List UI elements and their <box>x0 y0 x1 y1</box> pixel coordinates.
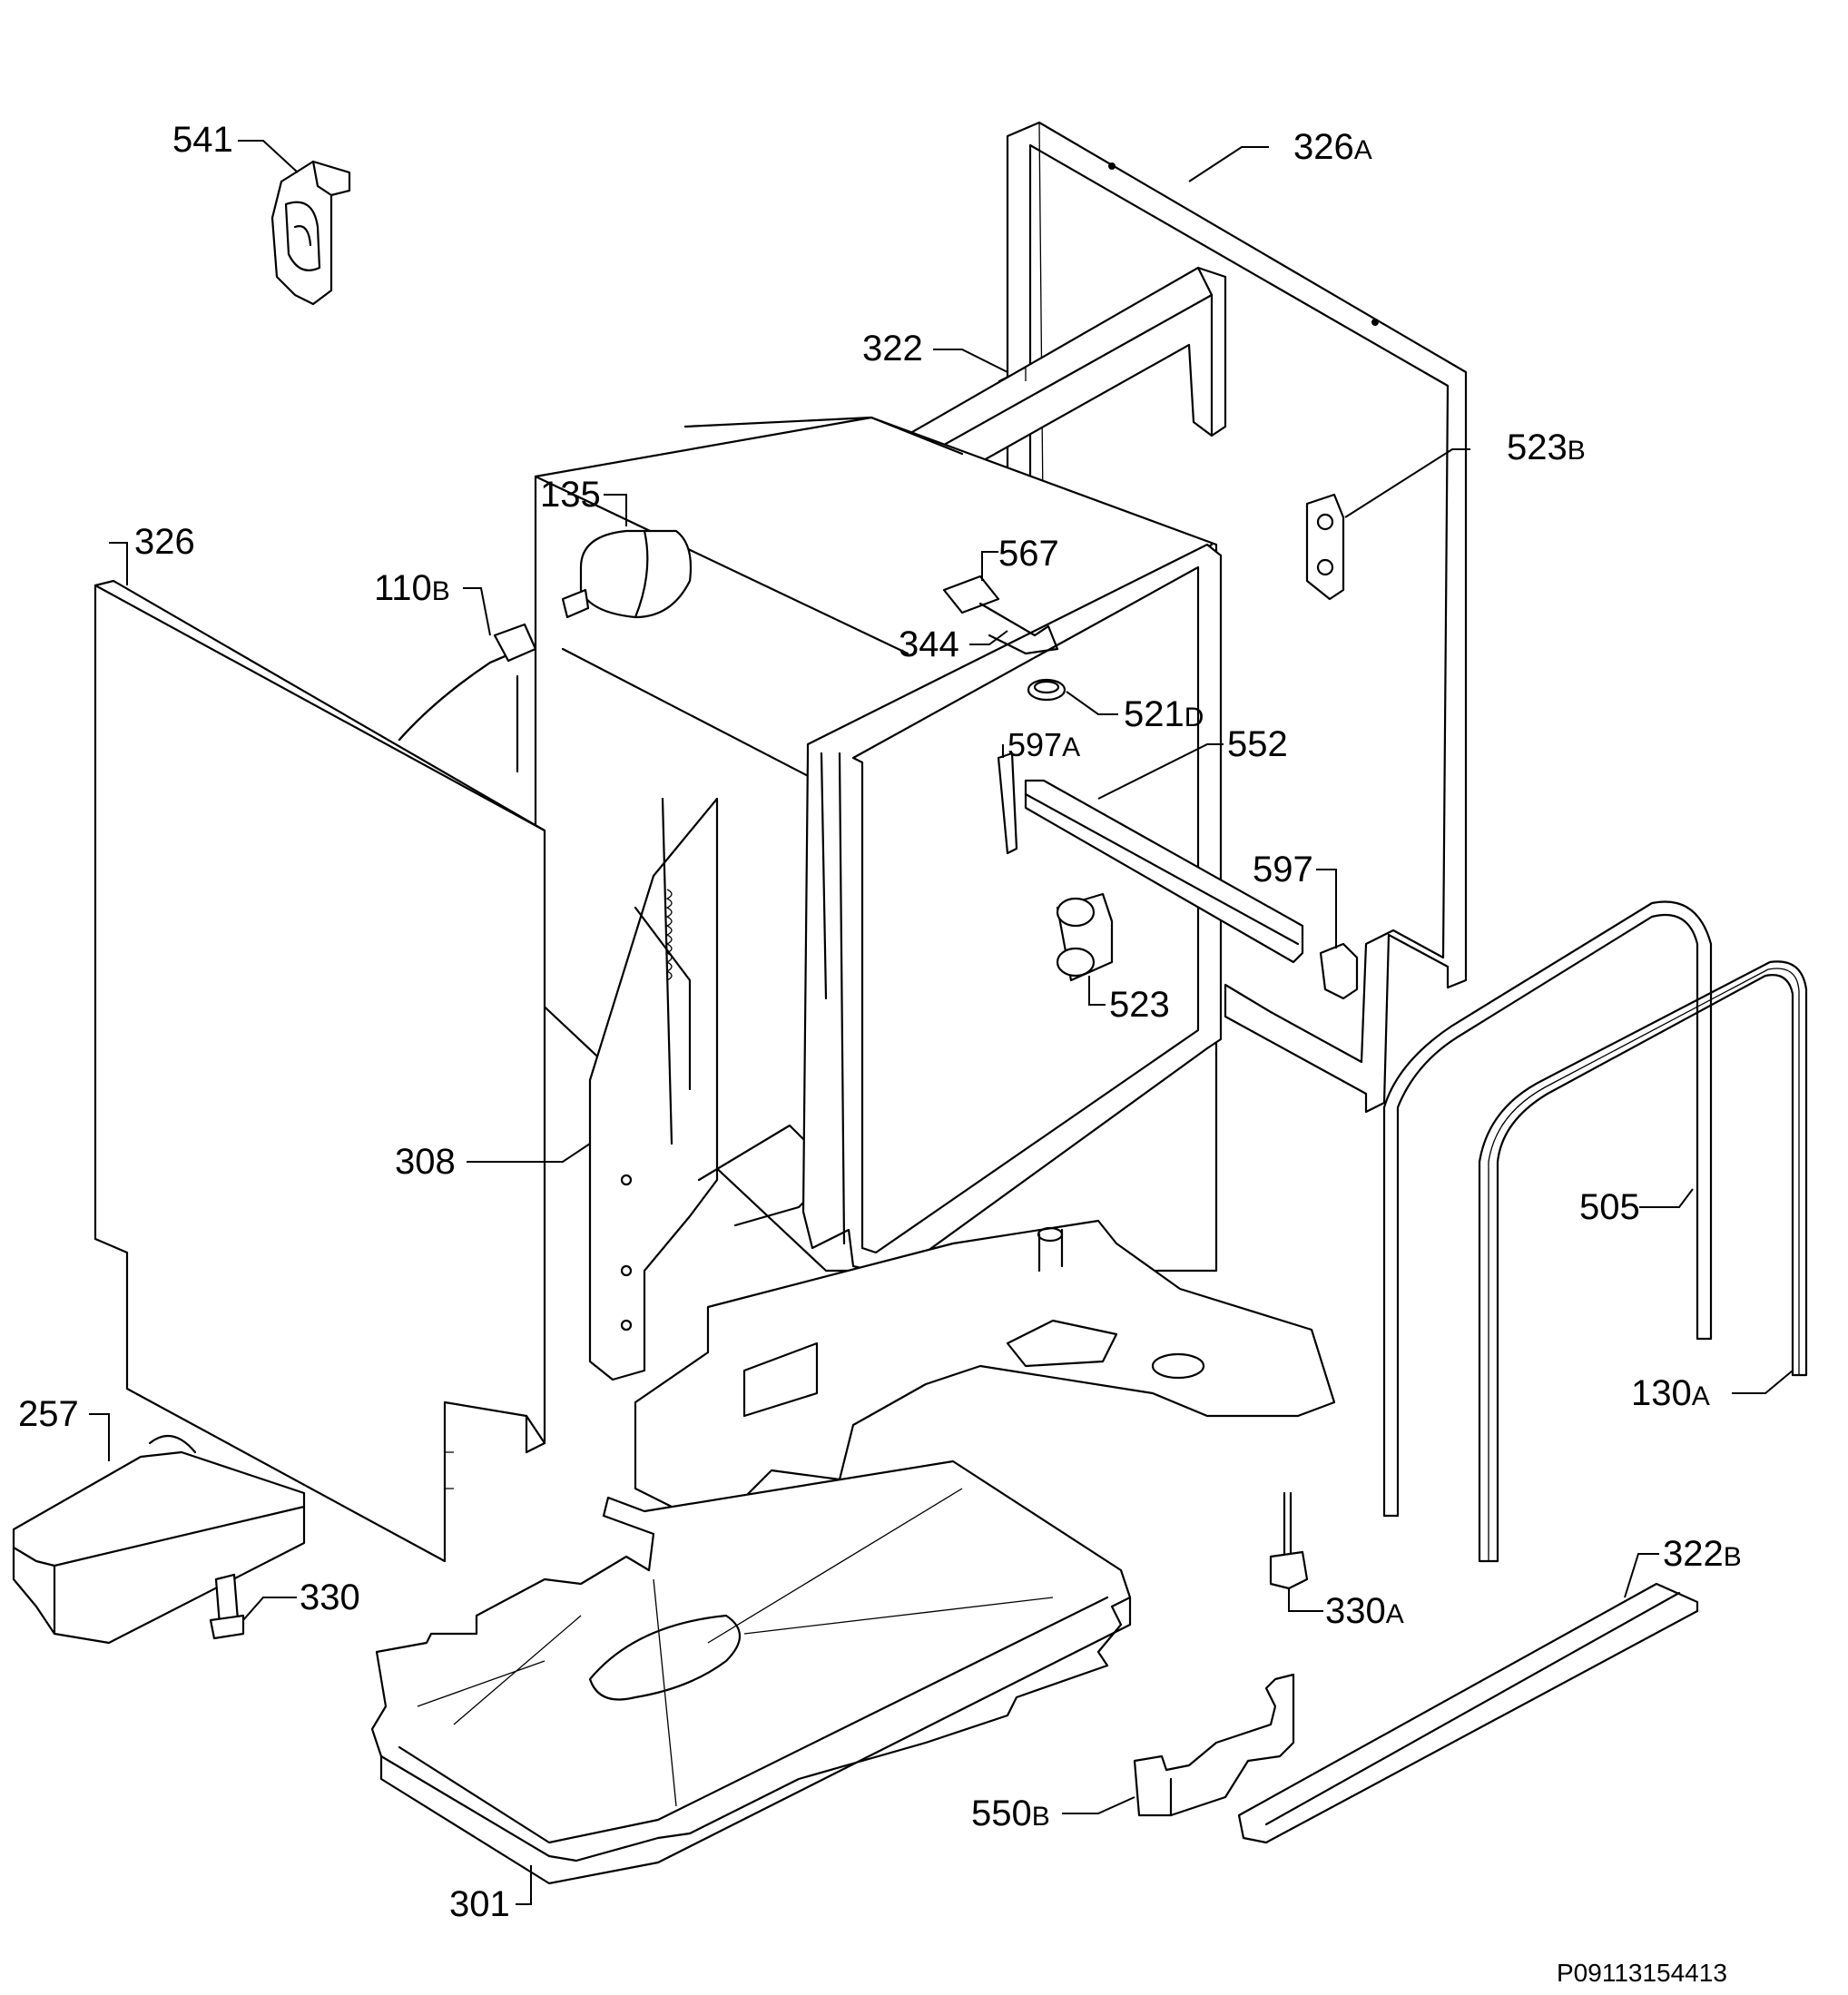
part-597A-clip <box>997 752 1018 855</box>
callout-135: 135 <box>540 475 601 515</box>
part-597-end-cap <box>1319 942 1359 1000</box>
callout-130A: 130A <box>1631 1373 1710 1413</box>
callout-523B: 523B <box>1507 428 1586 467</box>
callout-301: 301 <box>449 1884 510 1924</box>
part-541-clip <box>270 160 351 306</box>
part-257-cover <box>12 1434 306 1645</box>
callout-322B: 322B <box>1663 1534 1742 1574</box>
part-550B-bracket <box>1133 1673 1295 1817</box>
drawing-reference-number: P09113154413 <box>1557 1959 1727 1987</box>
callout-550B: 550B <box>971 1794 1050 1833</box>
callout-505: 505 <box>1579 1187 1640 1227</box>
part-567-344-bracket <box>942 575 1059 655</box>
callout-597: 597 <box>1253 850 1313 889</box>
callout-322: 322 <box>862 329 923 369</box>
callout-523: 523 <box>1109 985 1170 1025</box>
part-322B-rail <box>1237 1582 1699 1844</box>
callout-110B: 110B <box>374 568 450 608</box>
part-523-grommets <box>1056 892 1114 982</box>
callout-330: 330 <box>300 1577 360 1617</box>
callout-labels: 541 326A 322 523B 135 567 326 110B 344 5… <box>18 120 1742 1987</box>
part-base-frame <box>634 1219 1336 1518</box>
part-130A-gasket <box>1478 960 1808 1563</box>
part-135-valve <box>561 529 693 619</box>
callout-567: 567 <box>998 534 1059 574</box>
part-301-base-tray <box>370 1459 1132 1885</box>
callout-257: 257 <box>18 1394 79 1434</box>
part-505-gasket <box>1382 900 1713 1518</box>
callout-521D: 521D <box>1124 694 1204 734</box>
callout-326: 326 <box>134 522 195 562</box>
part-521D-plug <box>1027 678 1067 702</box>
part-330-foot <box>209 1573 245 1640</box>
callout-597A: 597A <box>1008 726 1080 763</box>
part-552-rail <box>1024 779 1304 964</box>
callout-308: 308 <box>395 1142 456 1182</box>
part-330A-foot <box>1269 1491 1309 1590</box>
part-110B-hose <box>398 623 537 773</box>
callout-541: 541 <box>172 120 233 160</box>
part-523B-grommet <box>1305 493 1345 601</box>
leader-lines <box>89 140 1794 1905</box>
callout-344: 344 <box>899 624 959 664</box>
part-326-door-panel <box>93 579 546 1563</box>
callout-326A: 326A <box>1293 127 1372 167</box>
callout-552: 552 <box>1227 724 1288 764</box>
callout-330A: 330A <box>1325 1591 1404 1631</box>
